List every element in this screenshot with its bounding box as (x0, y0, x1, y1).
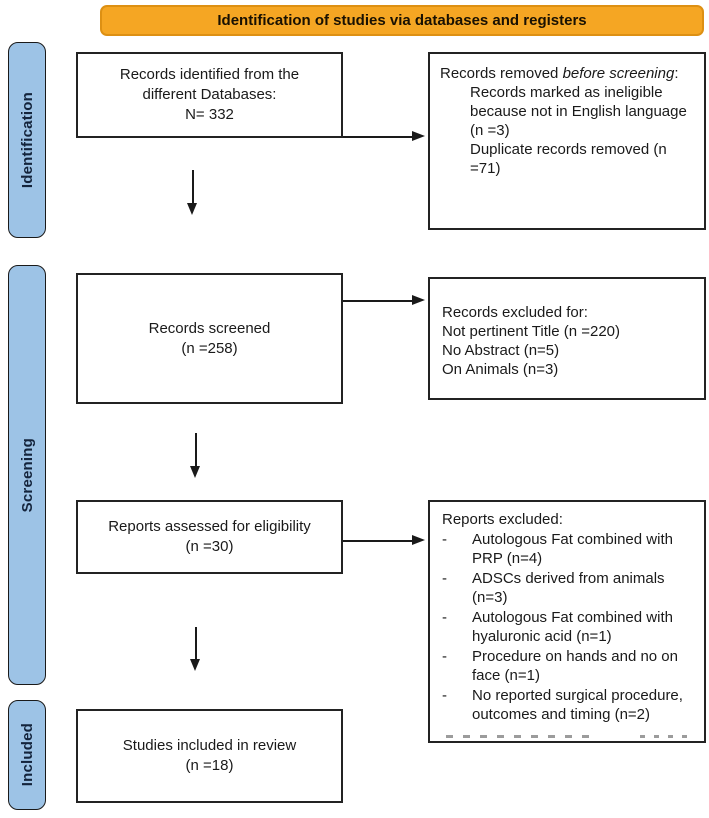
reports-excluded-item: - Autologous Fat combined with PRP (n=4) (442, 530, 698, 569)
records-screened-count: (n =258) (181, 339, 238, 357)
records-removed-item: Records marked as ineligible because not… (470, 84, 687, 139)
arrow-identified-to-screened (192, 170, 194, 204)
box-reports-assessed: Reports assessed for eligibility (n =30) (76, 500, 343, 574)
records-identified-count: N= 332 (185, 106, 234, 123)
stage-included-label: Included (18, 723, 36, 787)
box-records-screened: Records screened (n =258) (76, 273, 343, 404)
box-studies-included: Studies included in review (n =18) (76, 709, 343, 803)
clipped-text-line (446, 735, 596, 738)
box-records-excluded: Records excluded for: Not pertinent Titl… (428, 277, 706, 400)
records-excluded-line: Not pertinent Title (n =220) (442, 323, 621, 340)
arrow-screened-to-assessed (195, 433, 197, 467)
arrowhead-right-icon (412, 295, 425, 305)
banner-label: Identification of studies via databases … (217, 12, 587, 29)
records-identified-line: Records identified from the (119, 66, 300, 83)
records-excluded-line: On Animals (n=3) (442, 361, 559, 378)
records-removed-title: Records removed before screening: (440, 64, 698, 83)
arrowhead-right-icon (412, 535, 425, 545)
arrow-screened-to-excluded (343, 300, 413, 302)
records-removed-title-prefix: Records removed (440, 65, 563, 82)
arrowhead-right-icon (412, 131, 425, 141)
reports-assessed-line: Reports assessed for eligibility (108, 518, 311, 535)
reports-excluded-item-text: Procedure on hands and no on face (n=1) (472, 647, 678, 685)
dash-bullet: - (442, 647, 447, 665)
arrowhead-down-icon (190, 466, 200, 478)
arrow-identified-to-removed (343, 136, 413, 138)
arrow-assessed-to-reports-excluded (343, 540, 413, 542)
dash-bullet: - (442, 608, 447, 626)
arrowhead-down-icon (187, 203, 197, 215)
clipped-text-line (640, 735, 688, 738)
records-screened-line: Records screened (148, 319, 271, 337)
studies-included-line: Studies included in review (122, 737, 297, 754)
reports-excluded-item-text: ADSCs derived from animals (n=3) (472, 569, 665, 607)
box-records-removed: Records removed before screening: Record… (428, 52, 706, 230)
arrowhead-down-icon (190, 659, 200, 671)
stage-identification: Identification (8, 42, 46, 238)
records-removed-item: Duplicate records removed (n =71) (470, 141, 667, 177)
records-identified-line: different Databases: (142, 86, 277, 103)
reports-excluded-item-text: Autologous Fat combined with PRP (n=4) (472, 530, 673, 568)
stage-identification-label: Identification (18, 91, 36, 189)
reports-assessed-count: (n =30) (185, 538, 234, 555)
box-reports-excluded: Reports excluded: - Autologous Fat combi… (428, 500, 706, 743)
reports-excluded-item: - Autologous Fat combined with hyaluroni… (442, 608, 698, 647)
reports-excluded-item: - No reported surgical procedure, outcom… (442, 686, 698, 725)
records-removed-title-italic: before screening (562, 65, 675, 82)
stage-screening-label: Screening (18, 437, 36, 513)
reports-excluded-title: Reports excluded: (442, 511, 563, 528)
reports-excluded-item-text: No reported surgical procedure, outcomes… (472, 686, 683, 724)
dash-bullet: - (442, 686, 447, 704)
records-removed-title-suffix: : (674, 65, 679, 82)
records-excluded-title: Records excluded for: (442, 304, 588, 321)
banner-identification-of-studies: Identification of studies via databases … (100, 5, 704, 36)
dash-bullet: - (442, 569, 447, 587)
records-excluded-line: No Abstract (n=5) (442, 342, 560, 359)
stage-included: Included (8, 700, 46, 810)
dash-bullet: - (442, 530, 447, 548)
stage-screening: Screening (8, 265, 46, 685)
arrow-assessed-to-included (195, 627, 197, 660)
studies-included-count: (n =18) (185, 757, 234, 774)
reports-excluded-item: - ADSCs derived from animals (n=3) (442, 569, 698, 608)
box-records-identified: Records identified from the different Da… (76, 52, 343, 138)
reports-excluded-item: - Procedure on hands and no on face (n=1… (442, 647, 698, 686)
reports-excluded-item-text: Autologous Fat combined with hyaluronic … (472, 608, 673, 646)
